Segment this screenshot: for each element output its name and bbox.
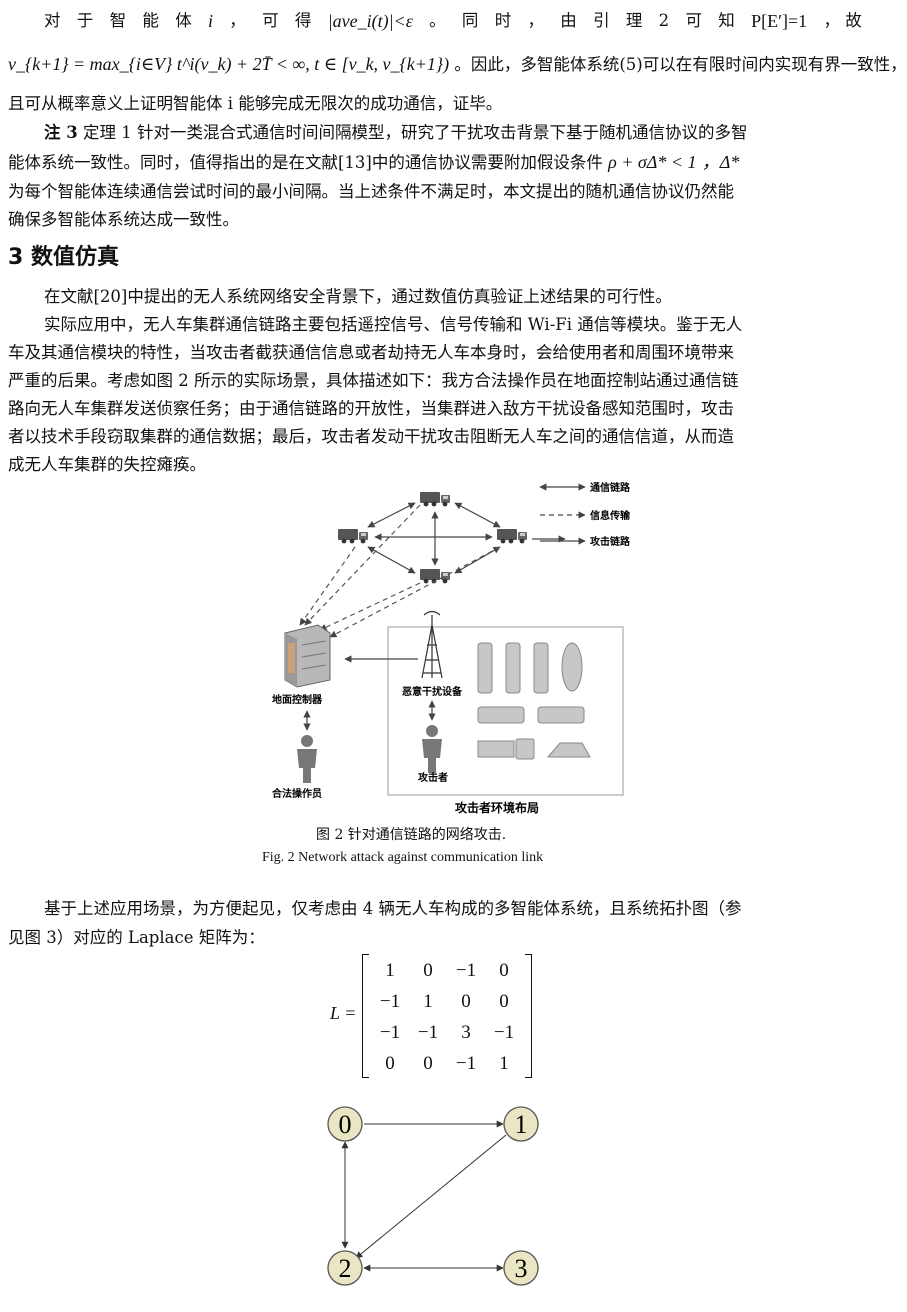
para3-line5: 者以技术手段窃取集群的通信数据；最后，攻击者发动干扰攻击阻断无人车之间的通信信道…: [8, 427, 734, 446]
matrix-cell: 1: [423, 991, 433, 1012]
word: 。: [429, 11, 446, 30]
matrix-cell: 1: [499, 1053, 509, 1074]
matrix-cell: −1: [455, 960, 477, 981]
formula-prob: P[E′]=1: [751, 11, 808, 31]
formula-condition: ρ + σΔ* < 1: [608, 152, 697, 172]
matrix-cell: 0: [385, 1053, 395, 1074]
truck-left-icon: [338, 529, 368, 544]
word: 2: [658, 11, 670, 30]
word: ，: [527, 11, 544, 30]
note3-line4: 确保多智能体系统达成一致性。: [8, 210, 239, 229]
para1-line1: 对 于 智 能 体 i ， 可 得 |ave_i(t)|<ε 。 同 时 ， 由…: [44, 8, 862, 34]
figure-3-topology: 0 1 2 3: [327, 1106, 539, 1286]
para1-line3: 且可从概率意义上证明智能体 i 能够完成无限次的成功通信，证毕。: [8, 94, 503, 113]
enemy-vehicles-icon: [477, 642, 591, 760]
matrix-cell: 0: [461, 991, 471, 1012]
word: 能: [142, 11, 159, 30]
topology-node-2: 2: [327, 1250, 363, 1286]
figure2-caption-cn: 图 2 针对通信链路的网络攻击.: [316, 827, 507, 843]
note3-line2-text: 能体系统一致性。同时，值得指出的是在文献[13]中的通信协议需要附加假设条件: [8, 153, 603, 172]
word: 时: [494, 11, 512, 30]
word: 知: [718, 11, 735, 30]
para1-line2-text: 。因此，多智能体系统(5)可以在有限时间内实现有界一致性，: [454, 55, 907, 74]
word: 对: [44, 11, 61, 30]
matrix-cell: 0: [423, 1053, 433, 1074]
matrix-cell: −1: [379, 991, 401, 1012]
para3-line6: 成无人车集群的失控瘫痪。: [8, 455, 206, 474]
formula-vk: v_{k+1} = max_{i∈V} t^i(v_k) + 2T̄ < ∞, …: [8, 54, 450, 74]
word: ，: [229, 11, 246, 30]
para3-line4: 路向无人车集群发送侦察任务；由于通信链路的开放性，当集群进入敌方干扰设备感知范围…: [8, 399, 734, 418]
matrix-cell: −1: [417, 1022, 439, 1043]
laplacian-matrix: 1 0 −1 0 −1 1 0 0 −1 −1 3 −1 0 0 −1 1: [362, 954, 532, 1078]
matrix-cell: −1: [455, 1053, 477, 1074]
matrix-label: L =: [330, 1003, 357, 1023]
info-links: [299, 504, 501, 638]
formula-ave: |ave_i(t)|<ε: [327, 11, 413, 31]
matrix-cell: −1: [379, 1022, 401, 1043]
operator-label: 合法操作员: [271, 787, 322, 800]
node-2-label: 2: [339, 1254, 352, 1283]
word: ， 故: [823, 11, 862, 30]
comm-links: [367, 502, 566, 574]
attacker-env-box: [387, 626, 624, 796]
note3-line1-text: 定理 1 针对一类混合式通信时间间隔模型，研究了干扰攻击背景下基于随机通信协议的…: [82, 123, 748, 142]
ground-controller-label: 地面控制器: [272, 693, 323, 706]
attacker-icon: [422, 725, 442, 773]
ground-controller-icon: [284, 624, 331, 688]
truck-top-icon: [420, 492, 450, 507]
para3-line2: 车及其通信模块的特性，当攻击者截获通信信息或者劫持无人车本身时，会给使用者和周围…: [8, 343, 734, 362]
figure-2: 通信链路 信息传输 攻击链路 地面控制器: [271, 481, 631, 815]
matrix-cell: 1: [385, 960, 395, 981]
legend-info: 信息传输: [590, 509, 631, 522]
legend: 通信链路 信息传输 攻击链路: [539, 481, 631, 548]
topology-node-3: 3: [503, 1250, 539, 1286]
matrix-cell: 0: [423, 960, 433, 981]
word: 可: [262, 11, 279, 30]
word: 体: [175, 11, 192, 30]
word: 智: [109, 11, 127, 30]
matrix-cell: 3: [461, 1022, 471, 1043]
matrix-cell: 0: [499, 991, 509, 1012]
topology-edges: [341, 1120, 507, 1272]
para3-line1: 实际应用中，无人车集群通信链路主要包括遥控信号、信号传输和 Wi-Fi 通信等模…: [44, 315, 743, 334]
para3-line3: 严重的后果。考虑如图 2 所示的实际场景，具体描述如下：我方合法操作员在地面控制…: [8, 371, 739, 390]
word: 可: [685, 11, 702, 30]
legend-comm: 通信链路: [590, 481, 631, 494]
topology-node-1: 1: [503, 1106, 539, 1142]
node-0-label: 0: [339, 1110, 352, 1139]
word: 引: [593, 11, 610, 30]
operator-icon: [297, 735, 317, 783]
note3-label: 注 3: [44, 123, 78, 142]
word: 同: [461, 11, 479, 30]
jammer-tower-icon: [421, 610, 443, 679]
jammer-label: 恶意干扰设备: [402, 685, 463, 698]
edge-1-2: [355, 1134, 507, 1259]
matrix-cell: 0: [499, 960, 509, 981]
word: 理: [625, 11, 643, 30]
legend-attack: 攻击链路: [590, 535, 631, 548]
note3-line2: 能体系统一致性。同时，值得指出的是在文献[13]中的通信协议需要附加假设条件 ρ…: [8, 152, 739, 173]
node-3-label: 3: [515, 1254, 528, 1283]
word: 于: [76, 11, 94, 30]
note3-line1: 注 3 定理 1 针对一类混合式通信时间间隔模型，研究了干扰攻击背景下基于随机通…: [44, 123, 747, 143]
note3-line3: 为每个智能体连续通信尝试时间的最小间隔。当上述条件不满足时，本文提出的随机通信协…: [8, 182, 734, 201]
para4-line2: 见图 3）对应的 Laplace 矩阵为：: [8, 928, 265, 947]
word: 得: [294, 11, 312, 30]
para1-line2: v_{k+1} = max_{i∈V} t^i(v_k) + 2T̄ < ∞, …: [8, 54, 907, 84]
matrix-cell: −1: [493, 1022, 515, 1043]
attacker-label: 攻击者: [418, 771, 448, 784]
formula-delta: ，Δ*: [701, 152, 740, 172]
node-1-label: 1: [515, 1110, 528, 1139]
word: 由: [560, 11, 577, 30]
truck-right-icon: [497, 529, 527, 544]
var-i: i: [207, 11, 213, 31]
para2-line1: 在文献[20]中提出的无人系统网络安全背景下，通过数值仿真验证上述结果的可行性。: [44, 287, 672, 306]
attacker-env-label: 攻击者环境布局: [455, 800, 539, 815]
section-title: 3 数值仿真: [8, 245, 119, 270]
para4-line1: 基于上述应用场景，为方便起见，仅考虑由 4 辆无人车构成的多智能体系统，且系统拓…: [44, 899, 742, 918]
figure2-caption-en: Fig. 2 Network attack against communicat…: [262, 850, 544, 865]
topology-node-0: 0: [327, 1106, 363, 1142]
